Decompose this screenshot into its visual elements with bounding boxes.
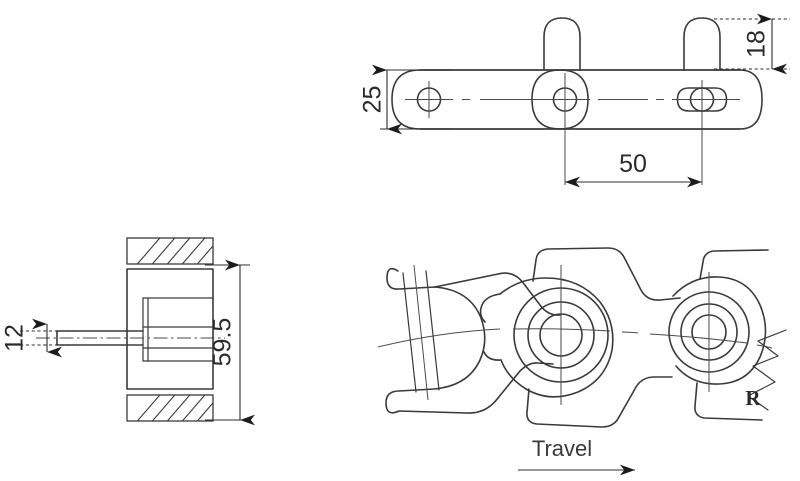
plan-pin-edge-1 <box>402 272 417 393</box>
dimension-50: 50 <box>565 150 702 188</box>
dimension-25: 25 <box>359 64 452 135</box>
plan-link-left <box>385 267 554 414</box>
dimension-18-label: 18 <box>743 30 771 58</box>
plan-link-middle-upper-arm <box>532 247 681 301</box>
dimension-12-label: 12 <box>1 324 29 352</box>
left-view-group: 12 59.5 <box>1 237 255 426</box>
plan-link-right-lower-arm <box>694 382 763 421</box>
plan-link-middle-left-notch <box>479 293 501 323</box>
dimension-59-5: 59.5 <box>205 259 255 426</box>
plan-pin-centerline <box>413 264 429 401</box>
plan-link-middle <box>499 277 614 398</box>
dimension-25-label: 25 <box>359 86 387 114</box>
hatched-block-top <box>126 237 214 265</box>
dimension-12: 12 <box>1 318 76 358</box>
plan-link-left-upper-arm <box>434 272 561 316</box>
plan-link-right-upper-arm <box>699 249 769 280</box>
break-line-zigzag <box>747 329 787 411</box>
attachment-tab-right <box>683 17 721 71</box>
plan-link-middle-lower-arm <box>526 376 673 428</box>
plan-view-group: R Travel <box>377 247 787 476</box>
roller-body-outline <box>126 268 214 390</box>
dimension-18: 18 <box>714 13 790 75</box>
attachment-tab-left <box>543 17 581 71</box>
dimension-50-label: 50 <box>619 150 647 178</box>
slot-oblong-right <box>676 87 728 112</box>
plan-link-right <box>672 276 767 385</box>
hatched-block-bottom <box>126 394 214 422</box>
plan-pin-edge-2 <box>425 270 440 391</box>
travel-indicator: Travel <box>518 436 635 476</box>
travel-label: Travel <box>532 436 592 461</box>
plan-link-middle-left-notch-lower <box>483 351 502 361</box>
dimension-59-5-label: 59.5 <box>209 318 237 367</box>
top-view-group: 25 18 50 <box>359 13 790 188</box>
plan-arc-centerline <box>377 328 773 349</box>
radius-label: R <box>745 386 761 410</box>
